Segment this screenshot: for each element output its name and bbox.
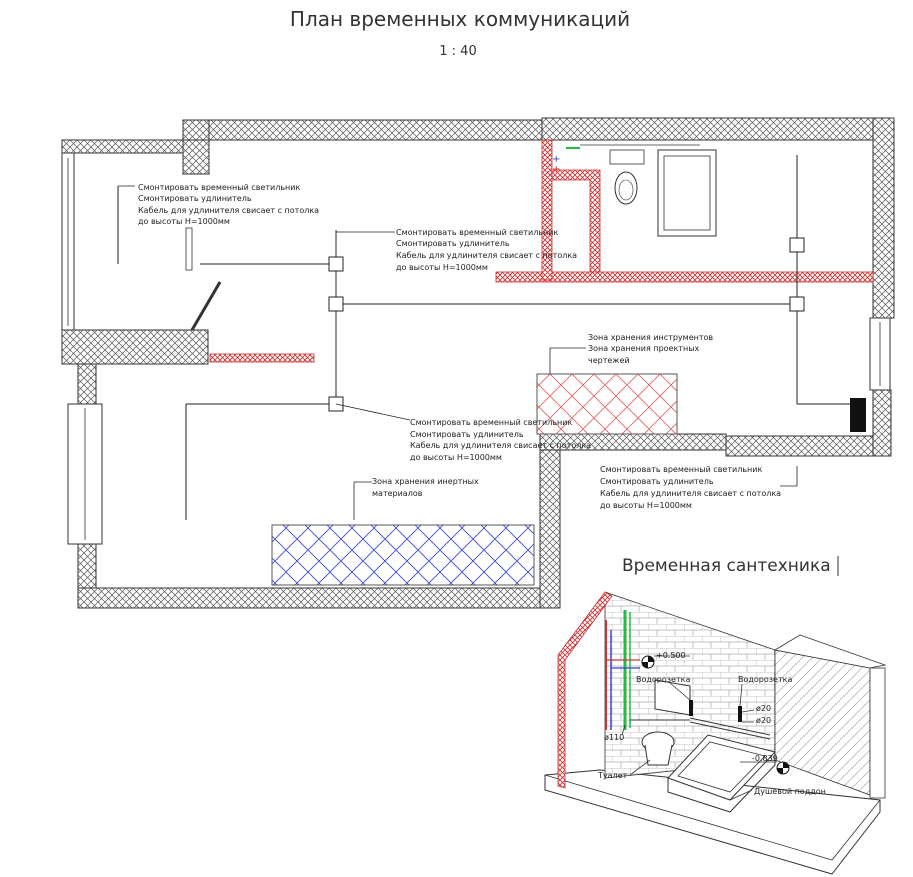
iso-right-wall: [774, 649, 871, 796]
plumbing-view: Временная сантехника: [544, 556, 887, 875]
zone-materials: [271, 524, 535, 586]
iso-red-partition: [557, 591, 613, 789]
label-toilet: Туалет: [597, 771, 628, 780]
lamp-box-2: [328, 296, 344, 312]
partition-left: [209, 353, 315, 363]
note-lamp-center-top: Смонтировать временный светильник Смонти…: [396, 228, 580, 272]
note-lamp-left: Смонтировать временный светильник Смонти…: [138, 183, 322, 226]
wall-right-bottom: [725, 435, 891, 457]
label-elev-top: +0.500: [656, 651, 686, 660]
label-socket-left: Водорозетка: [636, 675, 690, 684]
partition-bath-bottom: [495, 271, 874, 283]
iso-floor: [544, 769, 881, 875]
leaders: [118, 185, 798, 520]
label-pipe-110: ø110: [604, 733, 624, 742]
svg-text:+: +: [552, 154, 560, 165]
door-leaf: [190, 281, 222, 331]
wall-bottom-step: [540, 436, 726, 608]
plan-toilet: [614, 171, 638, 205]
wall-top-right: [541, 117, 895, 141]
svg-text:+: +: [552, 164, 560, 175]
wall-bottom: [77, 587, 545, 609]
wiring: [117, 155, 850, 520]
label-pipe-20a: ø20: [756, 704, 771, 713]
lamp-box-1: [328, 256, 344, 272]
wall-right-lower: [872, 389, 892, 457]
lamp-box-5: [789, 296, 805, 312]
wall-top-left: [182, 119, 210, 141]
socket-right-mark: [738, 706, 742, 722]
wall-right-upper: [872, 117, 895, 319]
radiator: [850, 398, 866, 432]
label-elev-bottom: -0.839: [752, 754, 778, 763]
wall-upperleft-bottom: [61, 329, 209, 365]
note-lamp-right: Смонтировать временный светильник Смонти…: [600, 465, 784, 510]
lamp-box-4: [789, 237, 805, 253]
label-pipe-20b: ø20: [756, 716, 771, 725]
label-socket-right: Водорозетка: [738, 675, 792, 684]
plan-scale: 1 : 40: [439, 44, 476, 59]
zone-tools: [536, 373, 678, 435]
socket-left-mark: [689, 700, 693, 716]
wall-upperleft-pillar: [182, 139, 210, 175]
wall-top-middle: [208, 119, 543, 141]
note-zone-tools: Зона хранения инструментов Зона хранения…: [588, 333, 716, 365]
label-shower: Душевой поддон: [754, 787, 826, 796]
partition-bath-inner: [551, 169, 601, 273]
plan-title: План временных коммуникаций: [290, 7, 630, 31]
floor-plan: + +: [61, 117, 895, 609]
plan-shower-tray: [657, 149, 717, 237]
note-zone-materials: Зона хранения инертных материалов: [372, 477, 481, 498]
plumbing-subtitle: Временная сантехника: [622, 556, 831, 576]
wall-step-lower: [539, 449, 561, 609]
partition-bath-left: [541, 139, 553, 281]
note-lamp-center-bottom: Смонтировать временный светильник Смонти…: [410, 418, 594, 462]
